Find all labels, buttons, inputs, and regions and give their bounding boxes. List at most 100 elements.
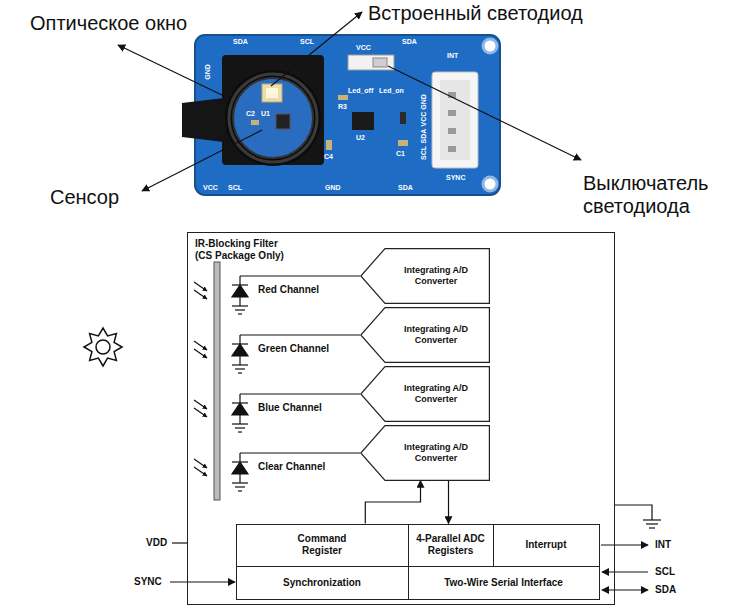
silkscreen-label: VCC	[356, 44, 371, 51]
adc-text-area: Integrating A/D Converter	[386, 248, 487, 304]
block-label: Integrating A/D Converter	[386, 265, 487, 287]
leader-line	[118, 45, 224, 96]
adc-text-area: Integrating A/D Converter	[386, 307, 487, 363]
sensor-board-photo	[352, 112, 374, 130]
sensor-board-photo	[326, 140, 332, 150]
sensor-board-photo	[483, 177, 497, 191]
register-box: 4-Parallel ADC Registers	[408, 524, 494, 567]
silkscreen-label: Led_off	[348, 87, 373, 95]
block-diagram-art	[214, 262, 220, 500]
adc-shape	[360, 425, 489, 480]
silkscreen-label: Led_on	[379, 87, 404, 94]
block-diagram-art	[646, 523, 658, 524]
silkscreen-label: SDA	[233, 38, 248, 46]
block-diagram-art	[96, 340, 110, 354]
silkscreen-label: VCC	[203, 184, 218, 192]
register-box: Interrupt	[493, 524, 600, 567]
silkscreen-label: VCC	[356, 44, 371, 52]
callout-label: Выключатель светодиода	[583, 172, 743, 218]
adc-shape	[360, 248, 489, 303]
sensor-board-photo	[262, 84, 282, 102]
sensor-board-photo	[373, 58, 387, 67]
signal-label: SCL	[655, 566, 675, 578]
callout-label: Сенсор	[50, 186, 119, 209]
silkscreen-label: INT	[447, 52, 458, 59]
sensor-board-photo	[400, 112, 406, 124]
signal-label: Blue Channel	[258, 402, 322, 414]
block-label: Integrating A/D Converter	[386, 324, 487, 346]
adc-block: Integrating A/D Converter	[360, 248, 490, 304]
leader-line	[271, 12, 362, 86]
block-diagram-art	[602, 571, 648, 572]
connector-group	[365, 481, 448, 524]
signal-label: SCL	[655, 566, 675, 577]
silkscreen-label: SCL	[228, 184, 242, 192]
adc-text-area: Integrating A/D Converter	[386, 425, 487, 481]
block-label: Interrupt	[525, 539, 566, 551]
block-label: 4-Parallel ADC Registers	[411, 533, 491, 557]
silkscreen-label: SDA	[402, 38, 417, 45]
sensor-board-photo	[276, 114, 290, 129]
adc-block: Integrating A/D Converter	[360, 366, 490, 422]
sensor-board-photo	[448, 146, 456, 152]
block-diagram-art	[601, 544, 648, 545]
silkscreen-label: SYNC	[446, 174, 465, 181]
silkscreen-label: R3	[338, 103, 347, 111]
sensor-board-photo	[229, 74, 317, 162]
callout-label: Оптическое окно	[30, 12, 187, 35]
silkscreen-label: INT	[447, 52, 458, 60]
block-diagram-art	[84, 262, 661, 590]
photodiode-channel	[194, 276, 360, 314]
interface-box: Two-Wire Serial Interface	[408, 566, 600, 600]
sensor-board-photo	[251, 120, 259, 125]
silkscreen-label: Led_off	[348, 87, 373, 94]
signal-label: INT	[655, 539, 671, 551]
silkscreen-label: C4	[324, 153, 333, 161]
signal-label: SDA	[655, 584, 676, 596]
leader-line	[388, 66, 581, 160]
signal-label: Clear Channel	[258, 461, 325, 473]
silkscreen-label: SDA	[398, 184, 413, 192]
callout-label: Оптическое окно	[30, 12, 187, 34]
callout-label: Сенсор	[50, 186, 119, 208]
silkscreen-label: U2	[356, 134, 365, 142]
silkscreen-label: SDA	[398, 184, 413, 191]
block-diagram-art	[172, 542, 187, 543]
chip-outline: IR-Blocking Filter (CS Package Only)Inte…	[187, 232, 615, 605]
silkscreen-label: GND	[420, 94, 428, 110]
silkscreen-label: SCL	[420, 146, 428, 160]
silkscreen-label: SDA	[420, 129, 427, 144]
callout-label: Выключатель светодиода	[583, 172, 709, 217]
signal-connector	[365, 481, 420, 524]
silkscreen-label: SCL	[300, 38, 314, 45]
silkscreen-label: U1	[261, 110, 270, 117]
photodiode-channel	[194, 394, 360, 432]
sensor-board-photo	[432, 72, 478, 168]
block-diagram-art	[84, 328, 122, 366]
adc-block: Integrating A/D Converter	[360, 425, 490, 481]
silkscreen-label: SCL	[420, 146, 427, 160]
silkscreen-label: VCC	[420, 112, 428, 127]
block-diagram-art	[170, 581, 235, 582]
sensor-board-photo	[398, 140, 408, 146]
adc-shape	[360, 307, 489, 362]
silkscreen-label: R3	[338, 103, 347, 110]
leader-line	[142, 130, 262, 191]
silkscreen-label: Led_on	[379, 87, 404, 95]
sensor-board-photo	[182, 98, 224, 142]
block-diagram-art	[615, 505, 652, 520]
sensor-board-photo	[440, 80, 470, 160]
silkscreen-label: GND	[204, 64, 212, 80]
adc-text-area: Integrating A/D Converter	[386, 366, 487, 422]
silkscreen-label: VCC	[420, 112, 427, 127]
block-label: Two-Wire Serial Interface	[444, 577, 563, 589]
signal-label: SDA	[655, 584, 676, 595]
sensor-board-photo	[182, 35, 500, 195]
block-label: Integrating A/D Converter	[386, 442, 487, 464]
signal-label: Clear Channel	[258, 461, 325, 472]
block-diagram-art	[643, 519, 661, 520]
signal-label: VDD	[146, 537, 167, 549]
block-diagram-art	[649, 527, 655, 528]
callout-label: Встроенный светодиод	[368, 2, 583, 24]
sensor-board-photo	[222, 55, 324, 165]
